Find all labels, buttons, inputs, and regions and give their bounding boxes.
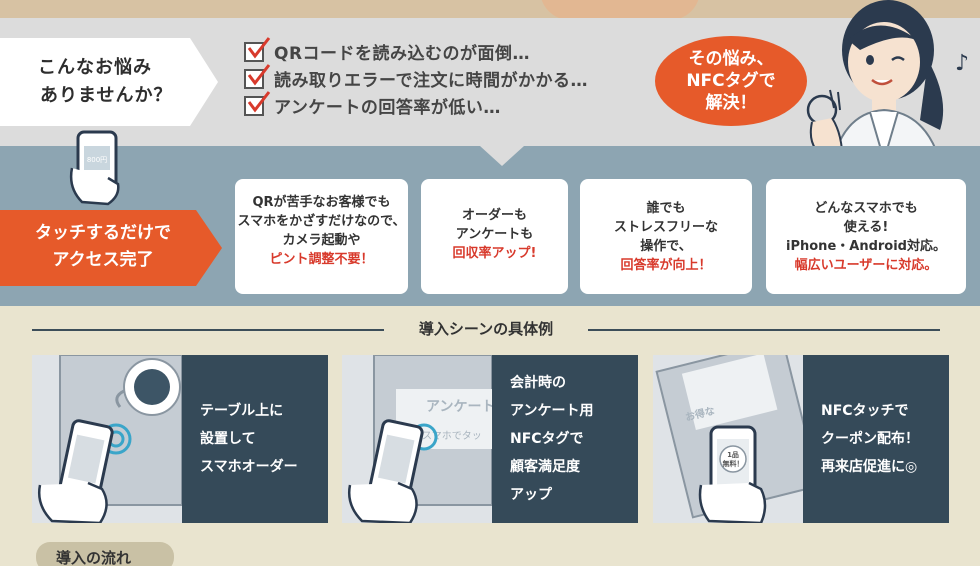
scene-text: アップ [510,487,552,503]
band-notch [480,146,524,166]
worry-item-text: アンケートの回答率が低い… [274,98,501,118]
touch-line2: アクセス完了 [52,250,154,270]
worry-item: アンケートの回答率が低い… [244,90,588,119]
card-text: 誰でも [646,201,686,216]
benefit-card: 誰でも ストレスフリーな 操作で、 回答率が向上！ [580,179,752,294]
worry-label-line1: こんなお悩み [38,57,152,78]
survey-nfc-illustration: アンケート スマホでタッ [342,355,492,523]
arm-image [540,0,700,20]
phone-screen-text: 800円 [87,156,107,164]
scene-text: アンケート用 [510,403,594,419]
benefit-card: どんなスマホでも 使える! iPhone・Android対応。 幅広いユーザーに… [766,179,966,294]
top-photo-strip [0,0,980,20]
card-highlight: 回答率が向上！ [620,258,712,273]
scene-description: NFCタッチで クーポン配布！ 再来店促進に◎ [803,355,949,523]
survey-sign-text: アンケート [426,399,492,415]
worry-item: QRコードを読み込むのが面倒… [244,36,588,65]
card-text: どんなスマホでも [814,201,918,216]
coupon-nfc-illustration: お得な 1品 無料！ [653,355,803,523]
coupon-badge-text: 無料！ [723,459,744,468]
card-text: スマホをかざすだけなので、 [237,214,406,229]
scene-text: 会計時の [510,375,566,391]
card-text: QRが苦手なお客様でも [252,195,391,210]
scene-description: 会計時の アンケート用 NFCタグで 顧客満足度 アップ [492,355,638,523]
table-order-illustration [32,355,182,523]
card-text: アンケートも [455,227,534,242]
phone-in-hand-illustration: 800円 [69,130,120,206]
scene-card: アンケート スマホでタッ 会計時の アンケート用 NFCタグで 顧客満足度 アッ… [342,355,638,523]
bubble-line1: その悩み、 [688,49,774,69]
scene-text: テーブル上に [200,403,284,419]
section-title: 導入シーンの具体例 [418,320,554,338]
card-text: ストレスフリーな [613,220,718,235]
section-heading: 導入シーンの具体例 [32,318,940,340]
scene-card: テーブル上に 設置して スマホオーダー [32,355,328,523]
survey-sign-text: スマホでタッ [422,430,482,442]
svg-text:♪: ♪ [955,51,969,76]
divider [32,329,384,331]
scene-text: 設置して [200,431,256,447]
scene-text: 再来店促進に◎ [821,459,918,475]
flow-tab-label: 導入の流れ [56,549,132,566]
checkbox-checked-icon [244,90,271,116]
benefit-card: オーダーも アンケートも 回収率アップ! [421,179,568,294]
scene-text: 顧客満足度 [510,459,580,475]
worry-label-line2: ありませんか？ [40,85,173,106]
worry-checklist: QRコードを読み込むのが面倒… 読み取りエラーで注文に時間がかかる… アンケート… [244,36,588,119]
worry-label: こんなお悩みありませんか？ [0,38,218,126]
benefit-card: QRが苦手なお客様でも スマホをかざすだけなので、 カメラ起動や ピント調整不要… [235,179,408,294]
card-text: iPhone・Android対応。 [786,239,946,254]
card-text: カメラ起動や [282,233,361,248]
solution-speech-bubble: その悩み、 NFCタグで 解決！ [655,36,807,126]
bubble-line2: NFCタグで [686,71,776,91]
scene-text: NFCタグで [510,431,584,447]
scene-text: NFCタッチで [821,403,909,419]
touch-access-label: タッチするだけでアクセス完了 [0,210,222,286]
coupon-badge-text: 1品 [727,450,739,459]
card-highlight: ピント調整不要！ [269,252,374,267]
card-text: 操作で、 [640,239,692,254]
card-highlight: 回収率アップ! [452,246,537,261]
checkbox-checked-icon [244,63,271,89]
touch-line1: タッチするだけで [35,223,171,243]
scene-text: スマホオーダー [200,459,298,475]
card-highlight: 幅広いユーザーに対応。 [794,258,938,273]
flow-section-tab: 導入の流れ [36,542,174,566]
scene-card: お得な 1品 無料！ NFCタッチで クーポン配布！ 再来店促進に◎ [653,355,949,523]
worry-item-text: QRコードを読み込むのが面倒… [274,44,531,64]
divider [588,329,940,331]
checkbox-checked-icon [244,36,271,62]
worry-item: 読み取りエラーで注文に時間がかかる… [244,63,588,92]
card-text: オーダーも [461,208,527,223]
bubble-line3: 解決！ [705,93,757,113]
worry-item-text: 読み取りエラーで注文に時間がかかる… [274,71,588,91]
scene-text: クーポン配布！ [821,431,919,447]
card-text: 使える! [843,220,889,235]
scene-description: テーブル上に 設置して スマホオーダー [182,355,328,523]
